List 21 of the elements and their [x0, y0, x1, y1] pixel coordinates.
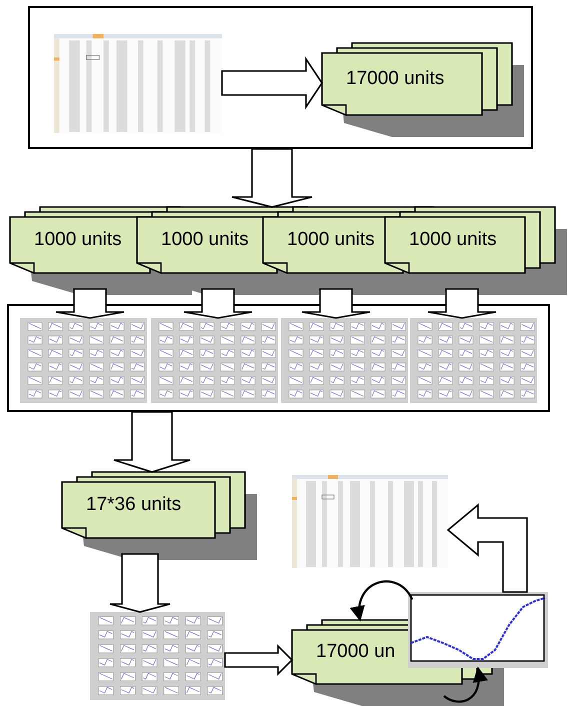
- block-arrow: [446, 503, 528, 593]
- document-label: 1000 units: [409, 228, 498, 252]
- curved-arrow: [443, 666, 488, 703]
- block-arrow: [109, 553, 171, 613]
- block-arrow: [427, 288, 497, 319]
- document-label: 17000 units: [346, 67, 446, 91]
- curved-arrow: [350, 580, 414, 622]
- document-label: 1000 units: [34, 228, 123, 252]
- document-label: 1000 units: [287, 228, 376, 252]
- block-arrow: [183, 288, 253, 319]
- block-arrow: [221, 56, 323, 110]
- block-arrow: [231, 148, 313, 208]
- block-arrow: [301, 288, 371, 319]
- document-label: 1000 units: [161, 228, 250, 252]
- block-arrow: [224, 644, 294, 676]
- document-label: 17000 un: [316, 640, 396, 664]
- block-arrow: [113, 411, 191, 473]
- frame-box: [28, 6, 533, 149]
- block-arrow: [55, 288, 125, 319]
- document-label: 17*36 units: [86, 493, 182, 517]
- frame-box: [7, 304, 550, 412]
